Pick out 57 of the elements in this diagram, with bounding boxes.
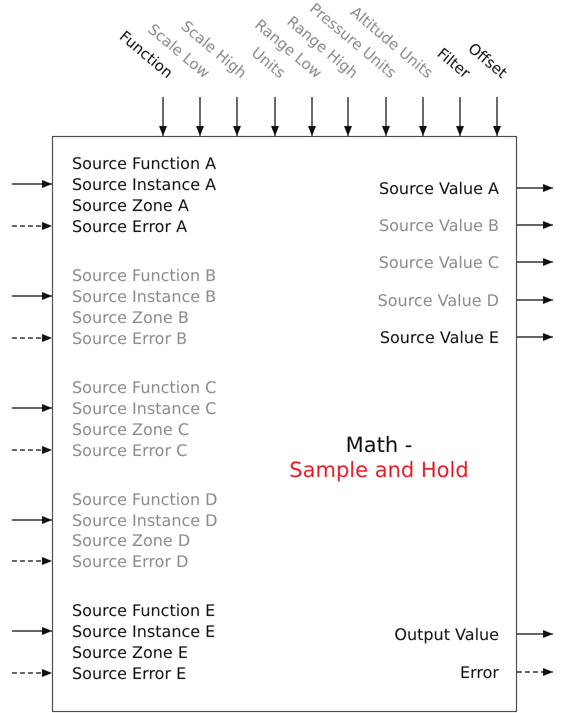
block-title: Math -: [344, 433, 414, 458]
arrow: [159, 97, 167, 136]
pin-label: Source Error A: [53, 216, 188, 237]
pin-label: Source Instance D: [53, 510, 218, 531]
pin-label: Source Error E: [53, 663, 186, 684]
pin-label: Source Instance E: [53, 621, 216, 642]
arrow: [12, 180, 52, 188]
pin-label: Source Zone E: [53, 642, 188, 663]
pin-label: Source Function D: [53, 489, 218, 510]
arrow: [12, 334, 52, 342]
pin-label: Source Function C: [53, 377, 216, 398]
pin-label: Output Value: [394, 624, 516, 645]
pin-label: Source Value D: [378, 290, 516, 311]
arrow: [12, 627, 52, 635]
arrow: [517, 258, 553, 266]
function-block: [52, 136, 517, 712]
arrow: [517, 296, 553, 304]
pin-label: Error: [460, 662, 516, 683]
arrow: [271, 97, 279, 136]
pin-label: Source Value C: [378, 252, 516, 273]
arrow: [517, 630, 553, 638]
arrow: [12, 222, 52, 230]
pin-label: Source Function E: [53, 600, 216, 621]
pin-label: Source Instance C: [53, 398, 216, 419]
arrow: [382, 97, 390, 136]
arrow: [12, 516, 52, 524]
pin-label: Source Error C: [53, 440, 188, 461]
pin-label: Source Value B: [378, 215, 516, 236]
arrow: [12, 292, 52, 300]
arrow: [308, 97, 316, 136]
arrow: [493, 97, 501, 136]
pin-label: Source Function B: [53, 265, 216, 286]
arrow: [12, 669, 52, 677]
arrow: [12, 446, 52, 454]
arrow: [517, 184, 553, 192]
pin-label: Source Value A: [378, 178, 516, 199]
block-title: Sample and Hold: [288, 458, 470, 483]
arrow: [344, 97, 352, 136]
pin-label: Source Value E: [380, 327, 516, 348]
arrow: [12, 404, 52, 412]
pin-label: Source Instance A: [53, 174, 216, 195]
arrow: [419, 97, 427, 136]
arrow: [517, 221, 553, 229]
pin-label: Source Zone A: [53, 195, 189, 216]
arrow: [517, 333, 553, 341]
pin-label: Source Error D: [53, 551, 188, 572]
pin-label: Source Zone B: [53, 307, 189, 328]
arrow: [456, 97, 464, 136]
pin-label: Source Error B: [53, 328, 188, 349]
arrow: [196, 97, 204, 136]
arrow: [233, 97, 241, 136]
pin-label: Source Function A: [53, 153, 216, 174]
arrow: [517, 668, 553, 676]
pin-label: Source Instance B: [53, 286, 216, 307]
arrow: [12, 557, 52, 565]
pin-label: Source Zone D: [53, 530, 190, 551]
pin-label: Source Zone C: [53, 419, 190, 440]
